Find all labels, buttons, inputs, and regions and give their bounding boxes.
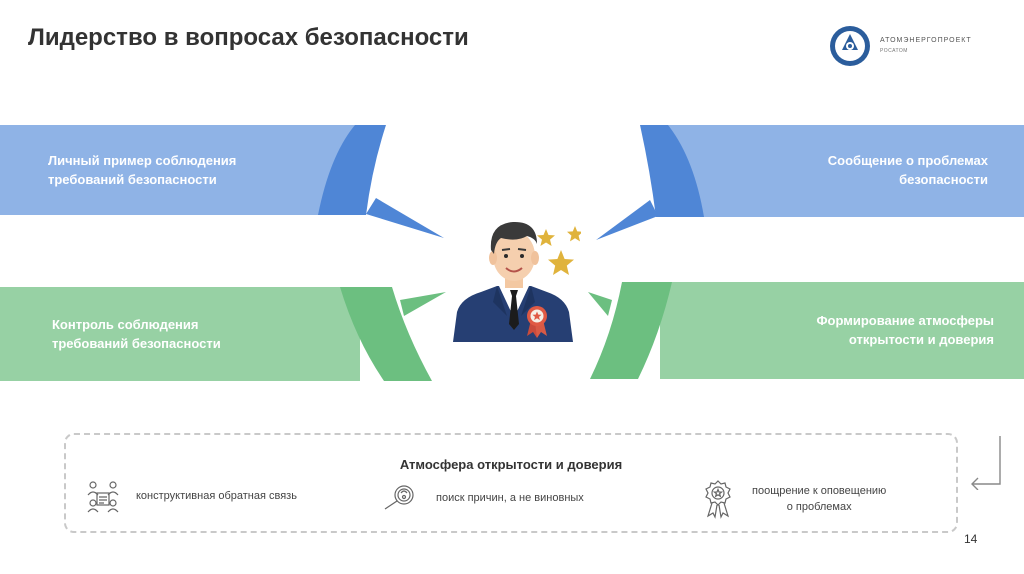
award-medal-icon [705,480,731,519]
band-top-right-pointer [596,200,658,240]
leader-with-stars-icon [447,212,581,342]
band-bottom-right [660,282,1024,379]
magnifier-search-icon [384,485,414,510]
band-top-left-pointer [366,198,444,238]
feature-reward-reporting: поощрение к оповещению о проблемах [702,479,886,519]
band-bottom-left [0,287,360,381]
band-label-compliance-control: Контроль соблюдения требований безопасно… [52,315,221,353]
band-label-openness-atmosphere: Формирование атмосферы открытости и дове… [816,311,994,349]
page-title: Лидерство в вопросах безопасности [28,24,469,51]
feature-label: поощрение к оповещению о проблемах [752,483,886,515]
band-bottom-left-pointer [400,292,446,316]
logo-sub: РОСАТОМ [880,48,908,54]
band-label-line: требований безопасности [48,172,217,187]
band-label-line: открытости и доверия [848,332,994,347]
openness-atmosphere-panel: Атмосфера открытости и доверия конструкт… [64,433,958,533]
band-top-right [660,125,1024,217]
band-label-line: Сообщение о проблемах [827,153,988,168]
return-arrow-icon [971,436,1001,490]
feature-label-line: о проблемах [786,501,852,513]
band-label-line: Формирование атмосферы [816,313,994,328]
band-label-personal-example: Личный пример соблюдения требований безо… [48,151,236,189]
feature-label: конструктивная обратная связь [136,490,297,502]
page-number: 14 [964,532,978,546]
feature-find-causes: поиск причин, а не виновных [382,483,584,513]
panel-title: Атмосфера открытости и доверия [399,457,623,472]
feature-label-line: поощрение к оповещению [752,485,887,497]
band-label-line: безопасности [899,172,988,187]
band-label-line: требований безопасности [52,336,221,351]
feature-label: поиск причин, а не виновных [436,492,584,504]
band-label-problem-report: Сообщение о проблемах безопасности [828,151,988,189]
band-bottom-right-pointer [588,292,612,316]
band-label-line: Контроль соблюдения [52,317,199,332]
company-logo: АТОМЭНЕРГОПРОЕКТ РОСАТОМ [828,24,972,68]
band-top-left-fan [318,125,386,215]
logo-text: АТОМЭНЕРГОПРОЕКТ РОСАТОМ [880,35,972,57]
rosatom-logo-icon [830,26,870,66]
band-label-line: Личный пример соблюдения [48,153,237,168]
feature-constructive-feedback: конструктивная обратная связь [84,479,297,513]
logo-name: АТОМЭНЕРГОПРОЕКТ [880,37,972,44]
band-bottom-right-fan [590,282,672,379]
band-bottom-left-fan [340,287,432,381]
band-top-right-fan [640,125,704,217]
feedback-people-icon [87,481,119,513]
band-top-left [0,125,360,215]
